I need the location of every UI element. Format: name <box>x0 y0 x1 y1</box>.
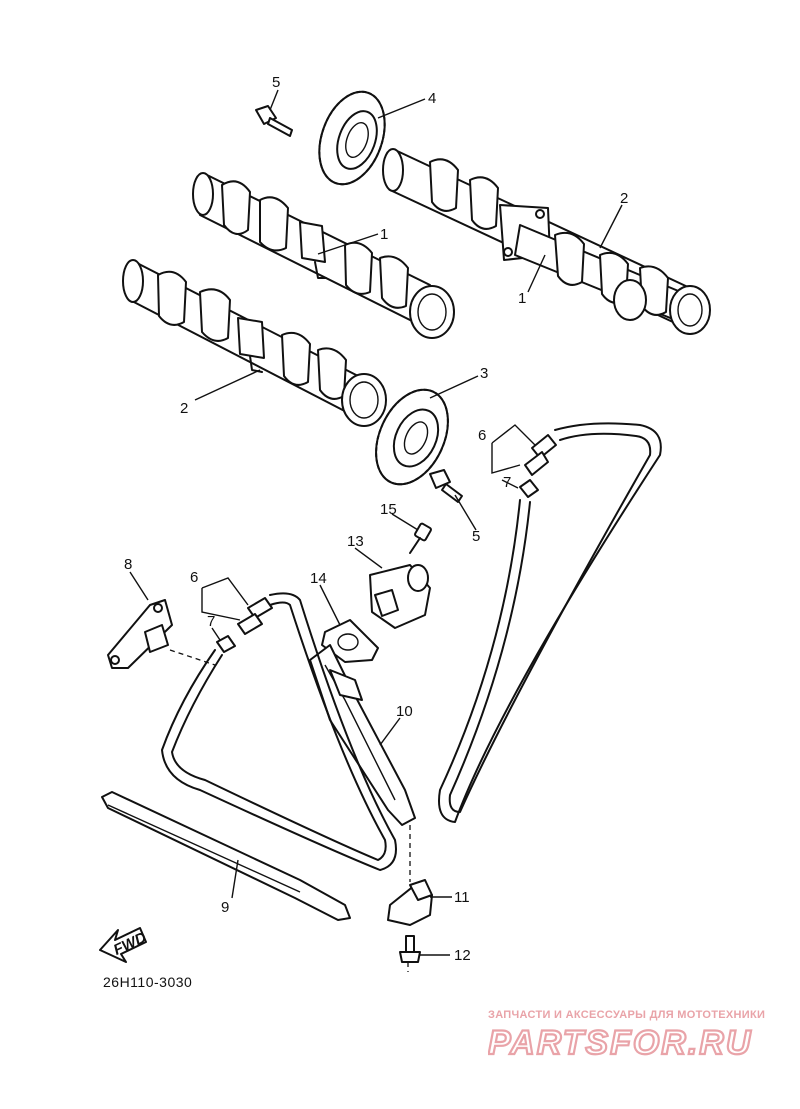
chain-link-set-right <box>519 434 557 498</box>
callout-6-left: 6 <box>190 569 198 586</box>
camshaft-upper-left <box>192 172 455 339</box>
camshaft-right-rear <box>514 224 711 335</box>
callout-11: 11 <box>454 889 470 906</box>
callout-7-left: 7 <box>207 613 215 630</box>
chain-guide-tensioner-side <box>309 644 416 826</box>
bolt-upper <box>255 105 293 137</box>
cam-chain-right <box>438 422 662 823</box>
callout-4: 4 <box>428 90 436 107</box>
callout-7-right: 7 <box>503 474 511 491</box>
cam-sprocket-upper <box>318 90 386 186</box>
camshaft-lower-left <box>122 259 387 427</box>
callout-14: 14 <box>310 570 327 587</box>
tensioner-gasket <box>321 619 379 663</box>
guide-stopper <box>387 879 433 926</box>
screw-tensioner <box>409 522 432 554</box>
stopper-bolt <box>399 935 421 963</box>
callout-9: 9 <box>221 899 229 916</box>
callout-10: 10 <box>396 703 413 720</box>
callout-1-right: 1 <box>518 290 526 307</box>
leader-lines <box>129 89 623 956</box>
fwd-arrow: FWD <box>99 927 149 963</box>
chain-link-set-left <box>216 597 273 653</box>
callout-8: 8 <box>124 556 132 573</box>
assembly-line-guide <box>169 649 216 666</box>
callout-5-upper: 5 <box>272 74 280 91</box>
callout-12: 12 <box>454 947 471 964</box>
chain-guide-bracket <box>107 599 173 669</box>
callout-13: 13 <box>347 533 364 550</box>
bolt-lower <box>429 469 463 503</box>
callout-2-left: 2 <box>180 400 188 417</box>
chain-tensioner <box>369 564 431 629</box>
callout-3: 3 <box>480 365 488 382</box>
diagram-part-code: 26H110-3030 <box>103 974 193 990</box>
watermark-caption: ЗАПЧАСТИ И АКСЕССУАРЫ ДЛЯ МОТОТЕХНИКИ <box>488 1009 766 1021</box>
callout-15: 15 <box>380 501 397 518</box>
callout-6-right: 6 <box>478 427 486 444</box>
callouts: 5 4 1 2 1 2 3 6 7 5 15 13 14 8 6 7 10 11… <box>124 74 628 964</box>
cam-chain-left <box>161 592 397 871</box>
callout-1-left: 1 <box>380 226 388 243</box>
callout-2-right: 2 <box>620 190 628 207</box>
cam-sprocket-lower <box>375 388 449 486</box>
callout-5-lower: 5 <box>472 528 480 545</box>
watermark-logo-text: PARTSFOR.RU <box>488 1024 752 1062</box>
watermark-logo: PARTSFOR.RU <box>488 1023 752 1062</box>
chain-guide-lower <box>101 791 351 921</box>
